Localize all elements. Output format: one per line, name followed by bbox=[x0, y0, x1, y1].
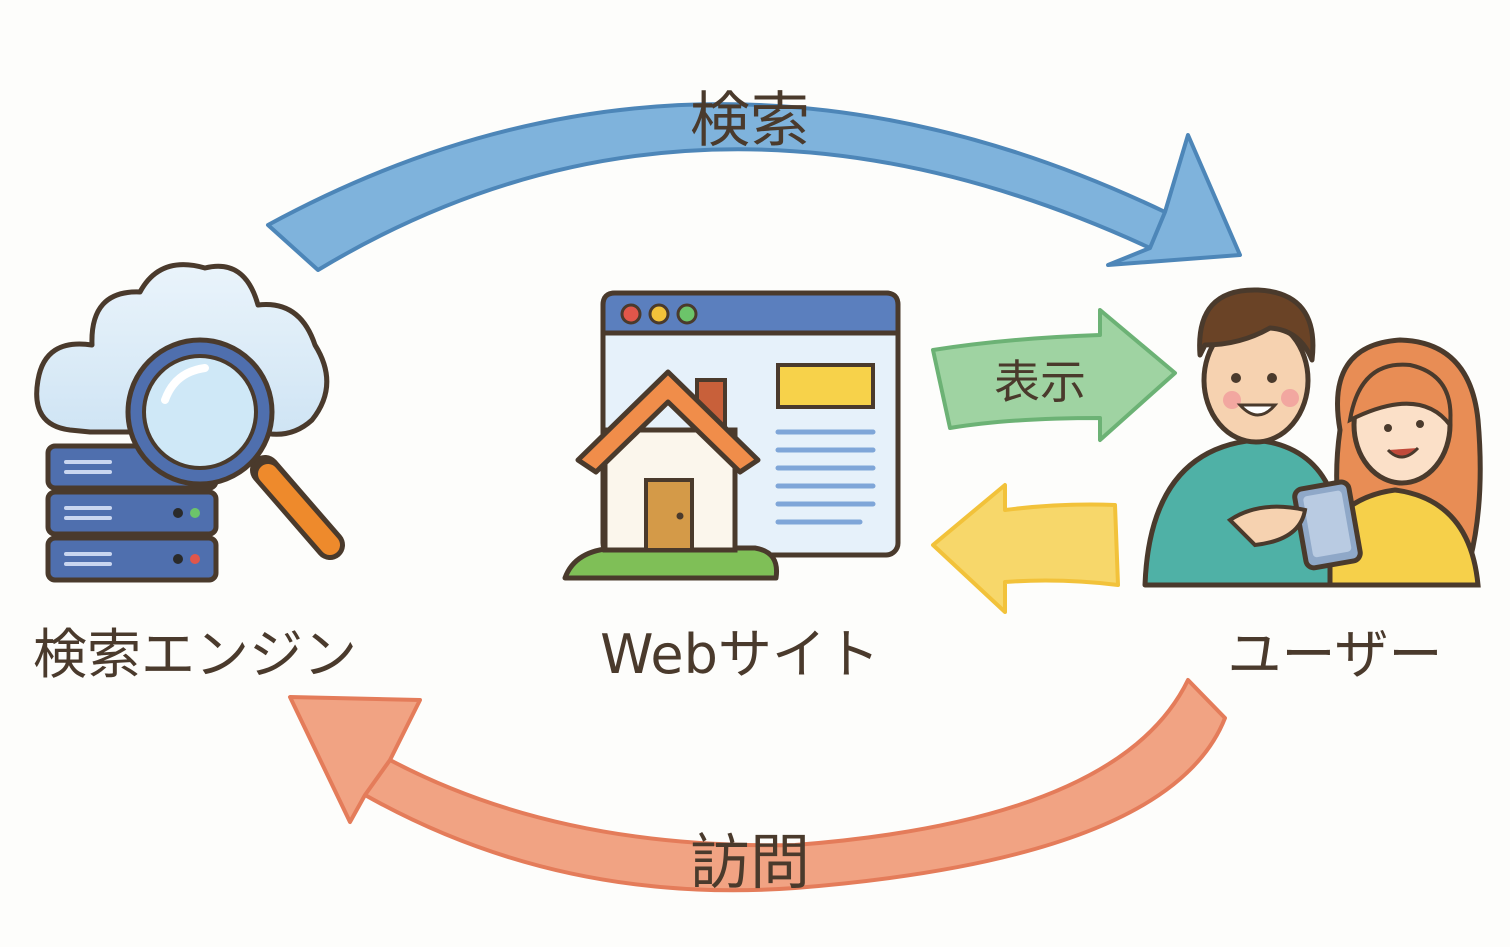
house-icon bbox=[562, 369, 780, 581]
display-arrow-label: 表示 bbox=[994, 355, 1086, 409]
user-label: ユーザー bbox=[1227, 623, 1443, 686]
visit-arrow-label: 訪問 bbox=[690, 828, 810, 898]
visit-arrow bbox=[288, 678, 1227, 893]
magnifier-icon bbox=[125, 337, 345, 560]
search-arrow bbox=[266, 102, 1242, 272]
search-arrow-label: 検索 bbox=[690, 86, 810, 156]
search-engine-label: 検索エンジン bbox=[33, 623, 357, 686]
website-label: Webサイト bbox=[600, 623, 880, 686]
users-icon bbox=[1142, 287, 1483, 588]
display-arrow bbox=[931, 308, 1177, 442]
feedback-arrow bbox=[931, 483, 1120, 614]
